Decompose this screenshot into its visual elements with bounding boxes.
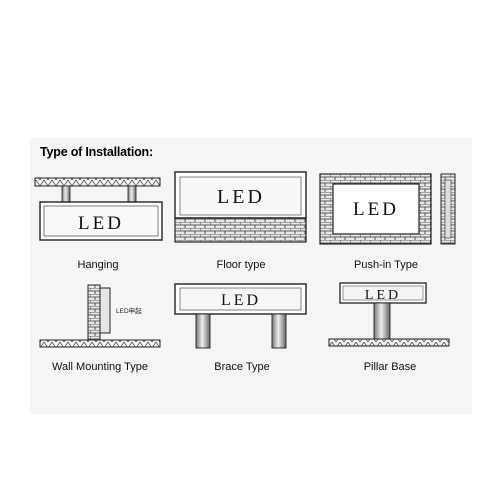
floor-type-diagram: LED <box>174 171 307 243</box>
floor-sign-text: LED <box>217 186 265 208</box>
pillar-sign-text: LED <box>365 288 401 303</box>
caption-brace-type: Brace Type <box>214 361 270 373</box>
push-in-sign-text: LED <box>353 199 399 220</box>
caption-floor-type: Floor type <box>216 259 266 271</box>
caption-push-in: Push-in Type <box>353 259 418 271</box>
diagram-heading: Type of Installation: <box>40 145 153 159</box>
caption-pillar-base: Pillar Base <box>363 361 417 373</box>
caption-wall-mounting: Wall Mounting Type <box>52 361 148 373</box>
wall-mounting-diagram: LED申起 <box>39 284 161 348</box>
brace-type-diagram: LED <box>174 283 307 349</box>
pillar-base-diagram: LED <box>328 282 450 347</box>
caption-hanging: Hanging <box>77 259 119 271</box>
push-in-diagram: LED <box>319 173 456 245</box>
wall-sign-small-text: LED申起 <box>116 306 142 315</box>
hanging-sign-text: LED <box>78 213 124 234</box>
brace-sign-text: LED <box>221 292 261 309</box>
hanging-diagram: LED <box>34 177 163 241</box>
